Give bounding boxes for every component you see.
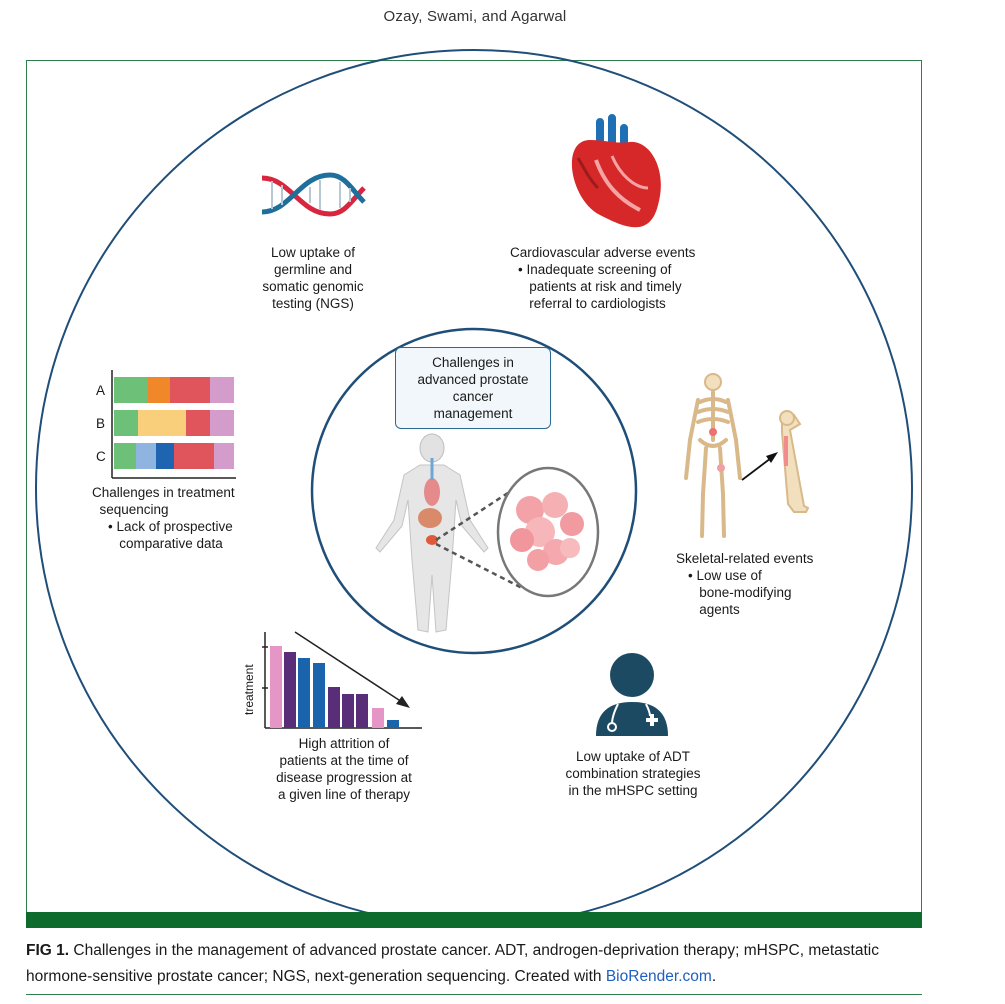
attrition-bar-9 xyxy=(387,720,399,728)
doctor-icon xyxy=(596,653,668,736)
attrition-bar-5 xyxy=(328,687,340,728)
inner-circle xyxy=(310,327,638,655)
caption-rule xyxy=(26,994,922,995)
attrition-bar-4 xyxy=(313,663,325,728)
attrition-bar-3 xyxy=(298,658,310,728)
sequencing-bullet: • Lack of prospective comparative data xyxy=(108,519,233,551)
cardio-bullet: • Inadequate screening of patients at ri… xyxy=(518,262,682,311)
attrition-trend-arrow xyxy=(294,631,406,705)
bar-b-seg4 xyxy=(210,410,234,436)
bar-a-seg3 xyxy=(170,377,210,403)
attrition-bar-8 xyxy=(372,708,384,728)
zoom-line-bottom xyxy=(435,542,523,590)
skeletal-title: Skeletal-related events xyxy=(676,551,814,566)
attrition-bar-2 xyxy=(284,652,296,728)
adt-label: Low uptake of ADT combination strategies… xyxy=(565,749,701,798)
bar-c-seg3 xyxy=(156,443,174,469)
body-figure-icon xyxy=(375,433,489,633)
bar-b-seg3 xyxy=(186,410,210,436)
bar-b-seg2 xyxy=(138,410,186,436)
attrition-bar-6 xyxy=(342,694,354,728)
biorender-link[interactable]: BioRender.com xyxy=(605,968,712,985)
bar-c-seg5 xyxy=(214,443,234,469)
attrition-chart: treatment xyxy=(242,631,422,729)
sequencing-bar-chart xyxy=(111,370,236,479)
heart-icon xyxy=(571,114,661,228)
skeleton-icon xyxy=(684,373,742,538)
attrition-bar-7 xyxy=(356,694,368,728)
caption-text: Challenges in the management of advanced… xyxy=(26,942,879,985)
attrition-ylabel: treatment xyxy=(242,664,256,715)
center-title-box: Challenges in advanced prostate cancer m… xyxy=(395,347,551,429)
cardio-title: Cardiovascular adverse events xyxy=(510,245,696,260)
dna-icon xyxy=(261,172,366,217)
bar-row-label-a: A xyxy=(96,383,106,398)
bar-row-label-b: B xyxy=(96,416,106,431)
skeletal-bullet: • Low use of bone-modifying agents xyxy=(688,568,792,617)
zoom-line-top xyxy=(435,483,521,542)
genomic-testing-label: Low uptake of germline and somatic genom… xyxy=(262,245,364,311)
attrition-bar-1 xyxy=(270,646,282,728)
femur-icon xyxy=(779,410,810,513)
bar-c-seg2 xyxy=(136,443,156,469)
attrition-label: High attrition of patients at the time o… xyxy=(276,736,412,802)
bar-a-seg1 xyxy=(114,377,148,403)
figure-caption: FIG 1. Challenges in the management of a… xyxy=(26,938,926,990)
bar-b-seg1 xyxy=(114,410,138,436)
caption-fig-label: FIG 1. xyxy=(26,942,70,959)
figure-footer-bar xyxy=(26,912,922,928)
running-head: Ozay, Swami, and Agarwal xyxy=(383,8,567,25)
tumor-cells-icon xyxy=(496,466,600,598)
center-title: Challenges in advanced prostate cancer m… xyxy=(417,355,529,421)
sequencing-title: Challenges in treatment sequencing xyxy=(92,485,235,517)
bar-c-seg4 xyxy=(174,443,214,469)
bar-a-seg2 xyxy=(148,377,170,403)
bar-c-seg1 xyxy=(114,443,136,469)
bar-row-label-c: C xyxy=(96,449,106,464)
bar-a-seg4 xyxy=(210,377,234,403)
caption-end: . xyxy=(711,968,717,985)
